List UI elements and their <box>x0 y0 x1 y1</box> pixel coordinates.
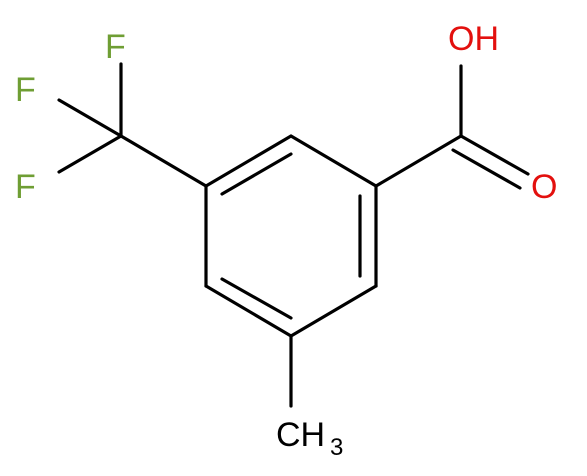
bond-cooh-to-o-b <box>451 148 522 190</box>
ring-bond-top-right <box>289 134 378 188</box>
bonds <box>57 62 530 408</box>
bond-ring-to-cf3 <box>119 134 208 188</box>
bond-cf3-to-f-low <box>57 134 123 174</box>
atom-labels: F F F OH O CH 3 <box>15 20 557 461</box>
bond-cf3-to-f-mid <box>57 98 123 138</box>
bond-cooh-to-o-a <box>459 134 530 176</box>
ring-inner-bond-top <box>220 152 293 196</box>
hydroxyl-label: OH <box>448 20 499 58</box>
fluorine-label-top: F <box>105 28 126 66</box>
ring-bond-top-left <box>204 134 293 188</box>
fluorine-label-middle: F <box>15 71 36 109</box>
ring-bond-bottom-left <box>204 284 293 338</box>
ring-inner-bond-bottom <box>220 277 293 320</box>
ring-bond-bottom-right <box>289 284 378 338</box>
carbonyl-oxygen-label: O <box>531 168 557 206</box>
methyl-subscript: 3 <box>330 434 343 461</box>
bond-ring-to-cooh <box>374 134 463 188</box>
fluorine-label-lower: F <box>15 168 36 206</box>
methyl-label: CH <box>276 416 325 454</box>
